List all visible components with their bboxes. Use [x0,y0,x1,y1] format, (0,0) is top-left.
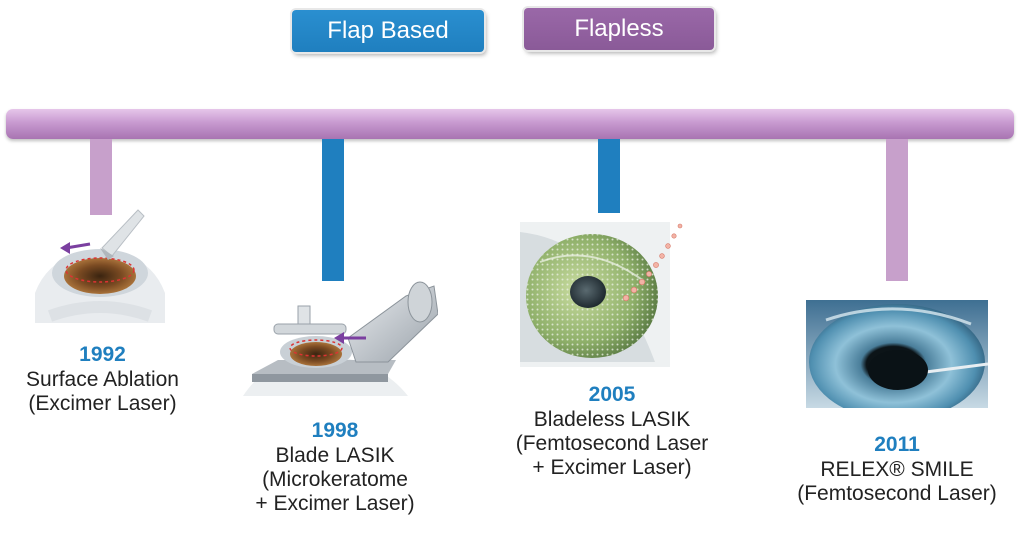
milestone-year-2011: 2011 [874,433,920,456]
timeline-stem-2011 [886,139,908,281]
milestone-label-1992: 1992 Surface Ablation (Excimer Laser) [0,342,205,416]
milestone-line1-2011: RELEX® SMILE [820,458,974,481]
milestone-year-1998: 1998 [311,419,359,442]
milestone-label-2011: 2011 RELEX® SMILE (Femtosecond Laser) [782,432,1012,506]
milestone-line1-1998: Blade LASIK [275,444,395,467]
smile-iris-icon [806,300,988,408]
microkeratome-eye-icon [243,281,438,396]
milestone-label-1998: 1998 Blade LASIK (Microkeratome + Excime… [230,418,440,516]
milestone-line1-1992: Surface Ablation [26,368,179,391]
milestone-line2-2005: (Femtosecond Laser [515,432,709,455]
flap-based-legend: Flap Based [292,10,484,52]
milestone-year-1992: 1992 [79,343,126,366]
surface-ablation-eye-icon [35,209,165,323]
milestone-line3-2005: + Excimer Laser) [532,456,692,479]
timeline-stem-1992 [90,139,112,215]
femtosecond-laser-eye-icon [520,222,683,367]
milestone-line2-1992: (Excimer Laser) [28,392,177,415]
milestone-line2-2011: (Femtosecond Laser) [797,482,997,505]
milestone-line1-2005: Bladeless LASIK [533,408,691,431]
milestone-line3-1998: + Excimer Laser) [255,492,415,515]
milestone-line2-1998: (Microkeratome [262,468,408,491]
timeline-stem-1998 [322,139,344,281]
flapless-legend: Flapless [524,8,714,50]
timeline-bar [6,109,1014,139]
timeline-stem-2005 [598,139,620,213]
milestone-label-2005: 2005 Bladeless LASIK (Femtosecond Laser … [494,382,730,480]
milestone-year-2005: 2005 [588,383,636,406]
